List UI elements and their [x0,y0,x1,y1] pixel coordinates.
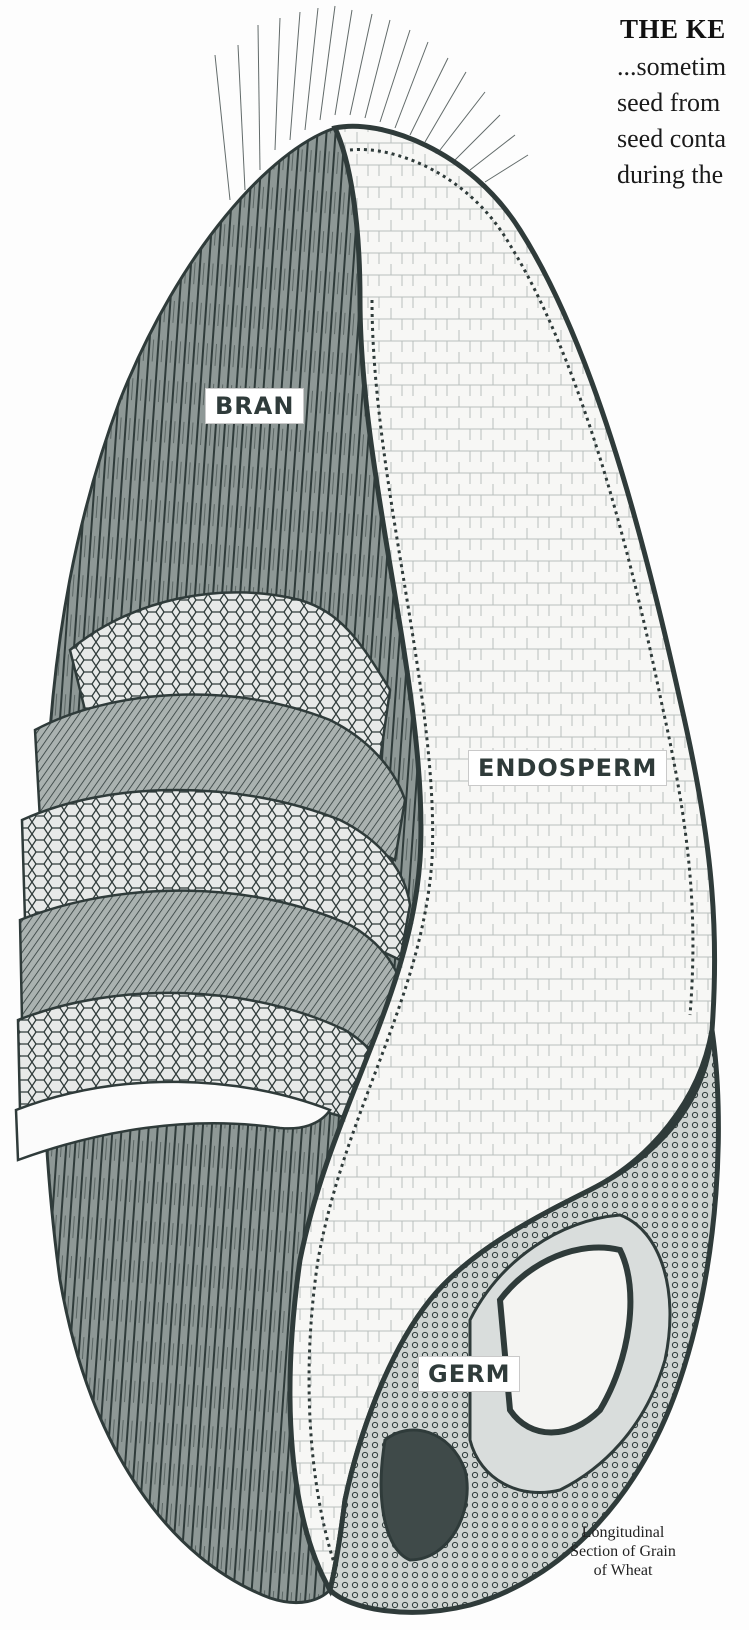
body-line-3: seed conta [617,124,726,154]
germ-label: GERM [418,1356,520,1392]
body-line-4: during the [617,160,723,190]
caption-line-3: of Wheat [548,1561,698,1580]
body-line-1: ...sometim [617,52,726,82]
caption-line-1: Longitudinal [548,1523,698,1542]
endosperm-label: ENDOSPERM [468,750,667,786]
figure-caption: Longitudinal Section of Grain of Wheat [548,1523,698,1580]
heading: THE KE [620,14,726,45]
bran-label: BRAN [205,388,304,424]
body-line-2: seed from [617,88,720,118]
caption-line-2: Section of Grain [548,1542,698,1561]
